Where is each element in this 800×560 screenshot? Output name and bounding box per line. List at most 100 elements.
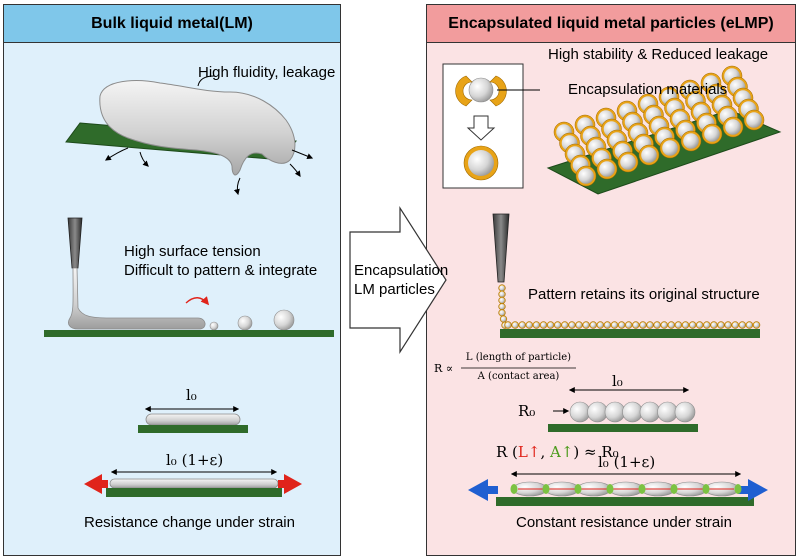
strain-length-label: l₀ (1+ε) (166, 451, 224, 469)
stream-particle-core (499, 291, 505, 297)
nozzle-right (492, 213, 510, 283)
leakage-arrow-2 (139, 151, 149, 167)
array-particle-core (641, 147, 657, 163)
stream-particle-core (500, 316, 507, 322)
pattern-particle-core (718, 322, 724, 328)
inset-shell-right (489, 75, 507, 107)
pattern-particle-core (668, 322, 675, 328)
contact-area-marker (670, 484, 678, 494)
bulk-rod-strained (84, 469, 302, 497)
bulk-printing-illustration (44, 217, 334, 337)
contact-area-marker (542, 484, 550, 494)
pattern-particle-core (583, 322, 589, 328)
arrow-label-line2: LM particles (354, 281, 435, 298)
pattern-particle-core (526, 322, 533, 328)
pattern-particle-core (682, 322, 689, 328)
bulk-rod-unstrained (138, 406, 248, 433)
array-particle-core (599, 161, 615, 177)
droplet-medium (237, 315, 253, 331)
stretch-arrow-right (278, 474, 302, 494)
fluidity-label: High fluidity, leakage (198, 64, 336, 81)
stretched-substrate (106, 488, 282, 497)
elmp-title: Encapsulated liquid metal particles (eLM… (427, 5, 795, 43)
bulk-lm-title: Bulk liquid metal(LM) (4, 5, 340, 43)
array-particle-core (578, 168, 594, 184)
bulk-rod (145, 413, 241, 426)
encapsulation-inset (442, 63, 540, 189)
fluidity-pointer (197, 75, 215, 87)
leakage-arrow-4 (289, 163, 301, 177)
formula-numerator: L (length of particle) (465, 352, 572, 363)
bulk-strain-caption: Resistance change under strain (84, 514, 295, 531)
chain-particle (622, 401, 643, 423)
resist-sep: , (540, 443, 550, 461)
resist-L: L↑ (517, 443, 541, 461)
tension-label-line2: Difficult to pattern & integrate (124, 262, 318, 279)
particle-array (546, 65, 782, 195)
pattern-particle-core (711, 322, 717, 328)
pattern-particle-core (696, 322, 703, 328)
l0-label: l₀ (186, 386, 197, 404)
chain-particle (587, 401, 608, 423)
pattern-particle-core (611, 322, 618, 328)
elmp-strain-caption: Constant resistance under strain (516, 514, 732, 531)
pattern-particle-core (640, 322, 646, 328)
pattern-particle-core (569, 322, 575, 328)
l0-label-right: l₀ (612, 372, 623, 390)
array-particle-core (683, 133, 699, 149)
stretch-arrow-blue-right (738, 479, 768, 501)
strain-length-label-right: l₀ (1+ε) (598, 453, 656, 471)
pattern-particle-core (739, 322, 746, 328)
contact-area-marker (574, 484, 582, 494)
elmp-chain-strained (468, 471, 768, 506)
contact-area-marker (638, 484, 646, 494)
pattern-particle-core (554, 322, 561, 328)
pattern-particle-core (519, 322, 525, 328)
pattern-particle-core (689, 322, 696, 328)
pattern-particle-core (675, 322, 682, 328)
inset-core (468, 77, 494, 103)
inset-shell-left (455, 75, 473, 107)
beading-arrow (185, 296, 210, 306)
array-particle-core (662, 140, 678, 156)
leakage-arrow-1 (105, 147, 129, 161)
resist-A: A↑ (550, 443, 574, 461)
elmp-print-substrate (500, 329, 760, 338)
contact-area-marker (734, 484, 742, 494)
pattern-particle-core (505, 322, 511, 328)
rod-substrate (138, 425, 248, 433)
stream-particle-core (499, 297, 505, 304)
pattern-particle-core (576, 322, 582, 328)
stability-label: High stability & Reduced leakage (548, 46, 769, 63)
pattern-particle-core (512, 322, 518, 328)
chain-particle (604, 401, 626, 423)
strained-substrate (496, 497, 754, 506)
pattern-particle-core (562, 322, 568, 328)
resistance-relation: R (L↑, A↑) ≈ R₀ (496, 443, 619, 461)
bulk-lm-illustration (65, 75, 314, 196)
array-particle-core (725, 119, 741, 135)
chain-substrate (548, 424, 698, 432)
droplet-large (273, 309, 295, 331)
encapsulation-arrow (349, 205, 447, 355)
contact-area-marker (606, 484, 614, 494)
pattern-particle-core (597, 322, 604, 328)
pattern-particle-core (625, 322, 632, 328)
contact-area-marker (702, 484, 710, 494)
pattern-particle-core (533, 322, 540, 328)
pattern-particle-core (746, 322, 753, 328)
formula-prefix: R ∝ (434, 362, 454, 375)
chain-particle (657, 401, 678, 423)
pattern-particle-core (633, 322, 639, 328)
stream-particle-core (499, 285, 505, 291)
pattern-particle-core (540, 322, 547, 328)
droplet-small (209, 321, 219, 331)
leakage-arrow-5 (291, 149, 314, 160)
nozzle-left (67, 217, 83, 269)
stretch-arrow-left (84, 474, 108, 494)
pattern-particle-core (704, 322, 710, 328)
pattern-particle-core (661, 322, 667, 328)
array-particle-core (704, 126, 720, 142)
chain-particle (639, 401, 661, 423)
